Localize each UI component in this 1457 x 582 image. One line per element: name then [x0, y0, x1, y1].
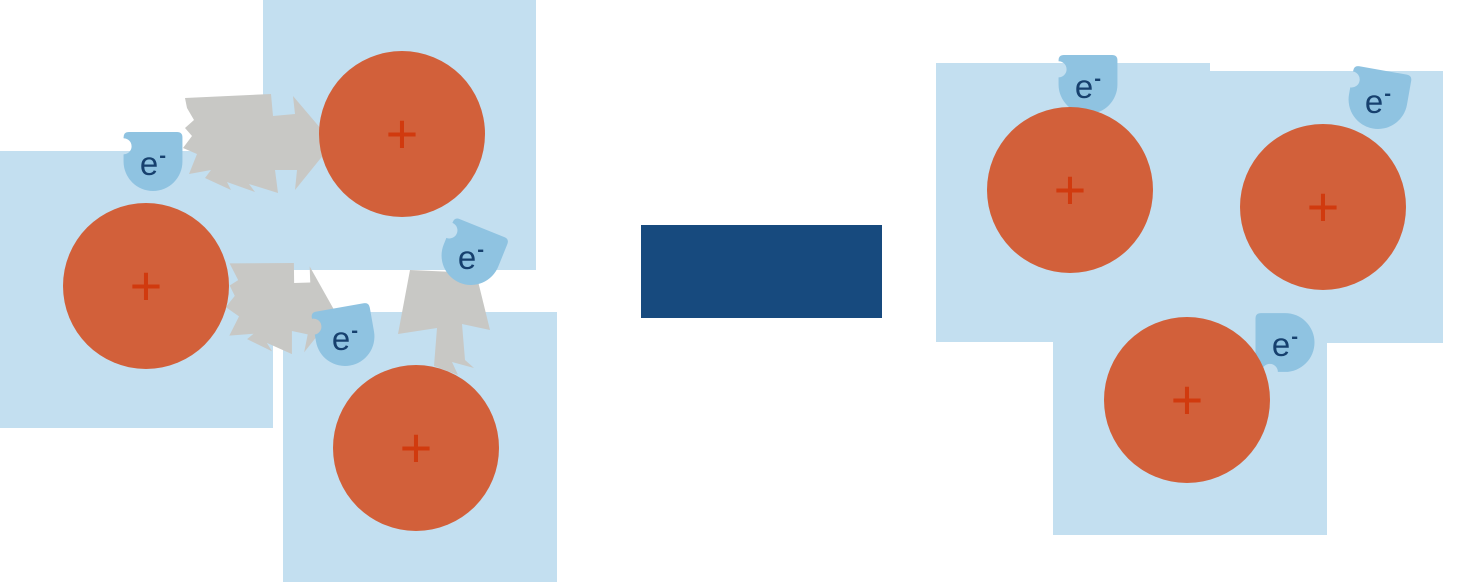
electron-blob-icon: [311, 303, 375, 366]
electron-label: e-: [1271, 325, 1299, 363]
electron-label: e-: [1074, 67, 1102, 105]
motion-arrow-up-icon: [398, 270, 490, 375]
electron-label: e-: [331, 319, 359, 357]
positive-charge-symbol: +: [129, 254, 163, 317]
electron-label: e-: [1364, 82, 1392, 120]
positive-charge-symbol: +: [385, 102, 419, 165]
electron: e-: [438, 218, 508, 285]
electron: e-: [1345, 66, 1412, 129]
positive-charge-symbol: +: [1306, 175, 1340, 238]
electron-blob-icon: [123, 132, 183, 191]
metal-ion: +: [1240, 124, 1406, 290]
metal-ion: +: [1104, 317, 1270, 483]
metal-ion: +: [333, 365, 499, 531]
positive-charge-symbol: +: [1170, 368, 1204, 431]
electron-blob-icon: [1058, 55, 1118, 114]
positive-charge-symbol: +: [399, 416, 433, 479]
motion-arrow-right-icon: [183, 94, 333, 193]
metal-ion: +: [319, 51, 485, 217]
electron-blob-icon: [1255, 313, 1315, 372]
electron: e-: [120, 132, 186, 191]
electron-blob-icon: [1348, 66, 1412, 129]
metal-ion: +: [63, 203, 229, 369]
electron-label: e-: [139, 144, 167, 182]
positive-charge-symbol: +: [1053, 158, 1087, 221]
motion-arrow-right-icon: [225, 262, 336, 355]
metal-ion: +: [987, 107, 1153, 273]
electron-label: e-: [457, 238, 485, 276]
transition-bar: [641, 225, 882, 318]
electron-blob-icon: [441, 218, 508, 285]
electron: e-: [1252, 313, 1318, 372]
electron: e-: [311, 303, 378, 366]
electron: e-: [1055, 55, 1121, 114]
